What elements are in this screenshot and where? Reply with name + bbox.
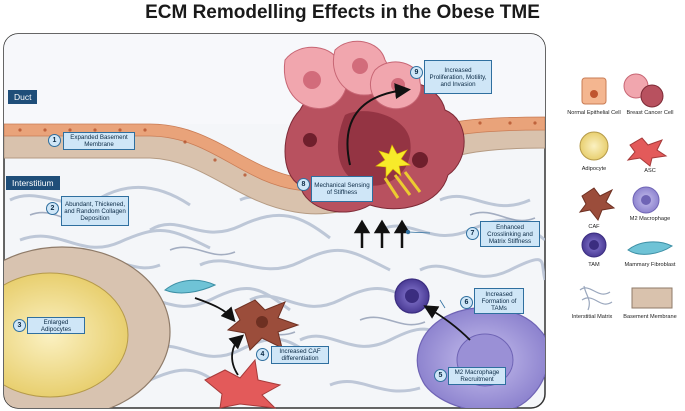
- step-1-number: 1: [48, 134, 61, 147]
- legend: [578, 73, 673, 311]
- adipocyte-icon: [579, 131, 609, 161]
- step-5-number: 5: [434, 369, 447, 382]
- tam-icon: [581, 232, 607, 258]
- asc-to-caf-arrow: [228, 334, 245, 376]
- step-3-number: 3: [13, 319, 26, 332]
- legend-label-normal-epithelial-cell: Normal Epithelial Cell: [567, 110, 621, 116]
- proliferation-arrow: [346, 83, 411, 166]
- step-1-label: Expanded Basement Membrane: [63, 132, 135, 150]
- legend-label-caf: CAF: [588, 224, 600, 230]
- legend-label-interstitial-matrix: Interstitial Matrix: [571, 314, 613, 320]
- figure-title: ECM Remodelling Effects in the Obese TME: [145, 2, 540, 23]
- step-3-label: Enlarged Adipocytes: [27, 317, 85, 334]
- m2-macrophage-icon: [632, 186, 660, 214]
- legend-label-breast-cancer-cell: Breast Cancer Cell: [626, 110, 674, 116]
- step-5-label: M2 Macrophage Recruitment: [448, 367, 506, 385]
- step-4-number: 4: [256, 348, 269, 361]
- legend-label-tam: TAM: [588, 262, 600, 268]
- m2-macrophage: [416, 307, 545, 408]
- step-7-label: Enhanced Crosslinking and Matrix Stiffne…: [480, 221, 540, 247]
- asc-cell: [204, 358, 282, 409]
- asc-icon: [626, 137, 668, 167]
- step-9-label: Increased Proliferation, Motility, and I…: [424, 60, 492, 94]
- stiffness-arrows: [353, 219, 411, 248]
- fibroblast-to-caf-arrow: [194, 297, 236, 323]
- interstitial-matrix-icon: [579, 285, 613, 311]
- m2-to-tam-arrow: [423, 305, 471, 341]
- step-6-label: Increased Formation of TAMs: [474, 288, 524, 314]
- step-2-number: 2: [46, 202, 59, 215]
- duct-region-tag: Duct: [8, 90, 38, 104]
- legend-label-basement-membrane: Basement Membrane: [623, 314, 677, 320]
- step-8-label: Mechanical Sensing of Stiffness: [311, 176, 373, 202]
- legend-label-m2-macrophage: M2 Macrophage: [629, 216, 671, 222]
- basement-membrane-icon: [631, 287, 673, 309]
- breast-cancer-cell-icon: [623, 73, 664, 108]
- mammary-fibroblast: [164, 279, 217, 294]
- caf-icon: [578, 187, 616, 221]
- mammary-fibroblast-icon: [627, 241, 673, 255]
- step-7-number: 7: [466, 227, 479, 240]
- step-9-number: 9: [410, 66, 423, 79]
- legend-label-mammary-fibroblast: Mammary Fibroblast: [624, 262, 676, 268]
- legend-label-adipocyte: Adipocyte: [581, 166, 607, 172]
- normal-epithelial-cell-icon: [581, 77, 607, 105]
- tam-cell: [394, 278, 430, 314]
- step-4-label: Increased CAF differentiation: [271, 346, 329, 364]
- step-2-label: Abundant, Thickened, and Random Collagen…: [61, 196, 129, 226]
- step-8-number: 8: [297, 178, 310, 191]
- step-6-number: 6: [460, 296, 473, 309]
- legend-label-asc: ASC: [644, 168, 656, 174]
- interstitium-region-tag: Interstitium: [6, 176, 60, 190]
